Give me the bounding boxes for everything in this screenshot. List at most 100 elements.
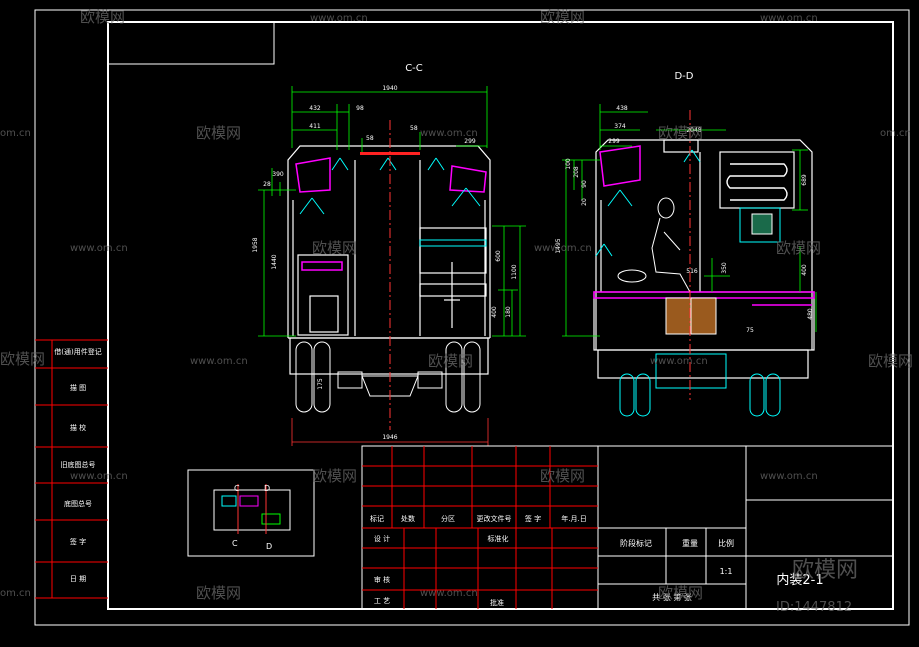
strip-label: 描 图 [70, 383, 86, 392]
ceiling-duct [360, 152, 420, 155]
dim-label: 1440 [271, 254, 278, 269]
dd-view: 438 374 2048 299 100 208 90 20 1495 689 … [555, 104, 817, 417]
watermark-url: www.om.cn [310, 13, 368, 24]
tb-header: 更改文件号 [477, 514, 512, 523]
dim-label: 1946 [382, 434, 397, 441]
dim-label: 1940 [382, 85, 397, 92]
tb-header: 处数 [401, 514, 415, 523]
dim-label: 516 [686, 268, 698, 275]
dim-label: 350 [721, 262, 728, 274]
watermark-brand: 欧模网 [540, 8, 585, 26]
dim-label: 175 [317, 378, 324, 390]
dim-label: 390 [272, 171, 284, 178]
coil-unit [726, 163, 788, 201]
watermark-brand: 欧模网 [658, 124, 703, 142]
dim-label: 1495 [555, 238, 562, 253]
tb-header: 签 字 [525, 514, 541, 523]
tb-approve: 批准 [490, 598, 504, 607]
watermark-url: www.om.cn [534, 243, 592, 254]
strip-label: 底图总号 [64, 499, 92, 508]
watermark-url: www.om.cn [760, 13, 818, 24]
key-map: C D C D [187, 469, 315, 557]
dim-label: 400 [801, 264, 808, 276]
tb-design: 设 计 [374, 534, 390, 543]
dim-label: 98 [356, 105, 364, 112]
section-mark: C [232, 539, 238, 548]
watermark-brand: 欧模网 [312, 467, 357, 485]
dim-label: 180 [505, 306, 512, 318]
dim-label: 1958 [252, 237, 259, 252]
watermark-brand: 欧模网 [868, 352, 913, 370]
watermark-layer: 欧模网 www.om.cn 欧模网 www.om.cn om.cn 欧模网 ww… [0, 8, 913, 615]
watermark-brand: 欧模网 [196, 124, 241, 142]
watermark-brand: 欧模网 [80, 8, 125, 26]
watermark-url: www.om.cn [650, 356, 708, 367]
watermark-url: www.om.cn [190, 356, 248, 367]
tb-stage-mark: 阶段标记 [620, 538, 652, 548]
strip-label: 借(通)用件登记 [54, 347, 101, 356]
section-mark: D [266, 542, 272, 551]
watermark-url: www.om.cn [70, 243, 128, 254]
watermark-brand: 欧模网 [540, 467, 585, 485]
dim-label: 299 [608, 138, 620, 145]
dim-label: 75 [746, 327, 754, 334]
tb-weight: 重量 [682, 538, 698, 548]
dim-label: 28 [263, 181, 271, 188]
tb-process: 工 艺 [374, 597, 390, 605]
tb-sheet-info: 共 张 第 张 [652, 592, 692, 602]
human-figure [651, 197, 691, 293]
strip-label: 签 字 [70, 537, 86, 546]
dim-label: 58 [410, 125, 418, 132]
watermark-id: ID:1447812 [776, 600, 852, 615]
watermark-brand: 欧模网 [658, 584, 703, 602]
drawing-title: 内装2-1 [776, 572, 823, 588]
watermark-brand: 欧模网 [428, 352, 473, 370]
watermark-url: om.cn [0, 588, 31, 599]
pillow [617, 269, 647, 283]
drawing-frame [34, 9, 910, 626]
tb-header: 分区 [441, 514, 455, 523]
watermark-url: om.cn [0, 128, 31, 139]
watermark-url: www.om.cn [420, 128, 478, 139]
dim-label: 20 [581, 198, 588, 206]
dim-label: 411 [309, 123, 321, 130]
tb-standardize: 标准化 [488, 534, 509, 543]
tb-header: 年.月.日 [561, 514, 586, 523]
dim-label: 600 [495, 250, 502, 262]
dim-label: 2048 [686, 127, 701, 134]
watermark-brand: 欧模网 [312, 239, 357, 257]
section-mark: D [264, 484, 270, 493]
watermark-url: om.cn [880, 128, 911, 139]
dim-label: 208 [573, 166, 580, 178]
dim-label: 1100 [511, 264, 518, 279]
title-block: 标记 处数 分区 更改文件号 签 字 年.月.日 设 计 标准化 审 核 工 艺… [361, 445, 894, 610]
watermark-brand-large: 欧模网 [792, 558, 858, 583]
watermark-brand: 欧模网 [0, 350, 45, 368]
tb-scale-value: 1:1 [720, 567, 733, 576]
dim-label: 58 [366, 135, 374, 142]
watermark-brand: 欧模网 [776, 239, 821, 257]
strip-label: 描 校 [70, 423, 86, 432]
watermark-url: www.om.cn [760, 471, 818, 482]
watermark-url: www.om.cn [420, 588, 478, 599]
left-strip: 借(通)用件登记 描 图 描 校 旧底图总号 底图总号 签 字 日 期 [35, 339, 108, 599]
dim-label: 374 [614, 123, 626, 130]
dim-label: 480 [807, 308, 814, 320]
dim-label: 299 [464, 138, 476, 145]
tb-review: 审 核 [374, 575, 390, 584]
dim-label: 689 [801, 174, 808, 186]
strip-label: 旧底图总号 [61, 460, 96, 469]
dim-label: 438 [616, 105, 628, 112]
view-label-dd: D-D [674, 71, 693, 82]
section-mark: C [234, 484, 240, 493]
dim-label: 100 [565, 158, 572, 170]
strip-label: 日 期 [70, 575, 86, 583]
watermark-brand: 欧模网 [196, 584, 241, 602]
dim-label: 400 [491, 306, 498, 318]
tb-scale: 比例 [718, 538, 734, 548]
tb-header: 标记 [370, 514, 384, 523]
dim-label: 90 [581, 180, 588, 188]
dim-label: 432 [309, 105, 321, 112]
watermark-url: www.om.cn [70, 471, 128, 482]
